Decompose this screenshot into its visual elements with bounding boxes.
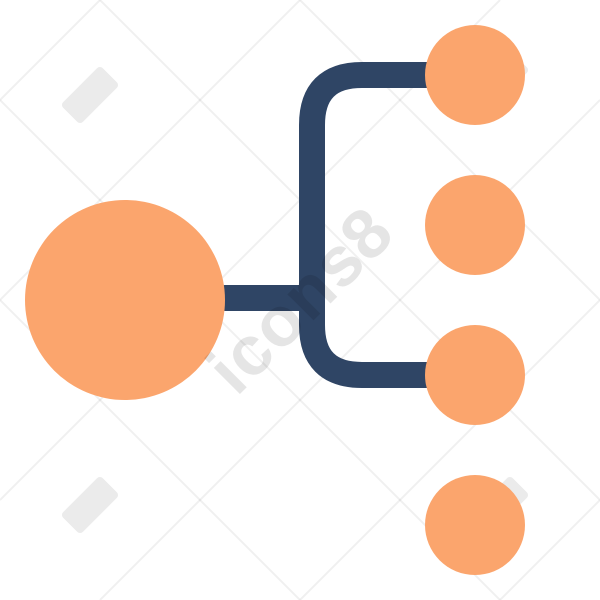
connector-line <box>212 62 443 388</box>
child-node-2 <box>425 175 525 275</box>
child-node-1 <box>425 25 525 125</box>
child-node-4 <box>425 475 525 575</box>
child-node-3 <box>425 325 525 425</box>
root-node <box>25 200 225 400</box>
